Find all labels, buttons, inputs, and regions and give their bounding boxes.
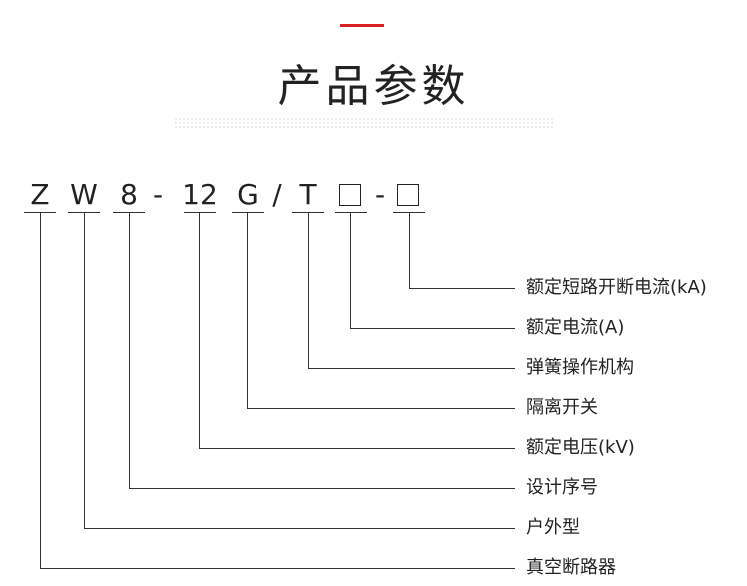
label-vacuum-breaker: 真空断路器 [526,557,616,578]
connector-vertical [129,212,130,488]
label-spring-mechanism: 弹簧操作机构 [526,357,634,378]
underline [232,212,264,213]
model-char-g: G [237,178,259,211]
model-char-12: 12 [182,178,218,211]
connector-horizontal [308,368,515,369]
label-isolating-switch: 隔离开关 [526,397,598,418]
underline [335,212,367,213]
connector-horizontal [199,448,515,449]
connector-horizontal [40,568,515,569]
model-char-t: T [299,178,317,211]
label-outdoor: 户外型 [526,517,580,538]
connector-vertical [199,212,200,448]
connector-horizontal [129,488,515,489]
connector-horizontal [350,328,515,329]
connector-horizontal [409,288,515,289]
connector-horizontal [247,408,515,409]
title-accent-bar [340,24,384,27]
model-placeholder-box-current [339,184,361,206]
model-placeholder-box-breaking [397,184,419,206]
underline [184,212,216,213]
model-char-8: 8 [120,178,138,211]
model-dash-2: - [374,178,386,211]
label-rated-voltage: 额定电压(kV) [526,437,635,458]
label-breaking-current: 额定短路开断电流(kA) [526,277,707,298]
model-char-w: W [70,178,98,211]
connector-vertical [308,212,309,368]
label-rated-current: 额定电流(A) [526,317,625,338]
model-char-z: Z [30,178,50,211]
connector-vertical [350,212,351,328]
connector-vertical [247,212,248,408]
label-design-number: 设计序号 [526,477,598,498]
model-slash: / [272,178,282,211]
page-title: 产品参数 [277,61,470,112]
model-dash: - [152,178,164,211]
connector-vertical [40,212,41,568]
connector-horizontal [84,528,515,529]
subtitle-decoration [175,118,555,140]
connector-vertical [409,212,410,288]
connector-vertical [84,212,85,528]
